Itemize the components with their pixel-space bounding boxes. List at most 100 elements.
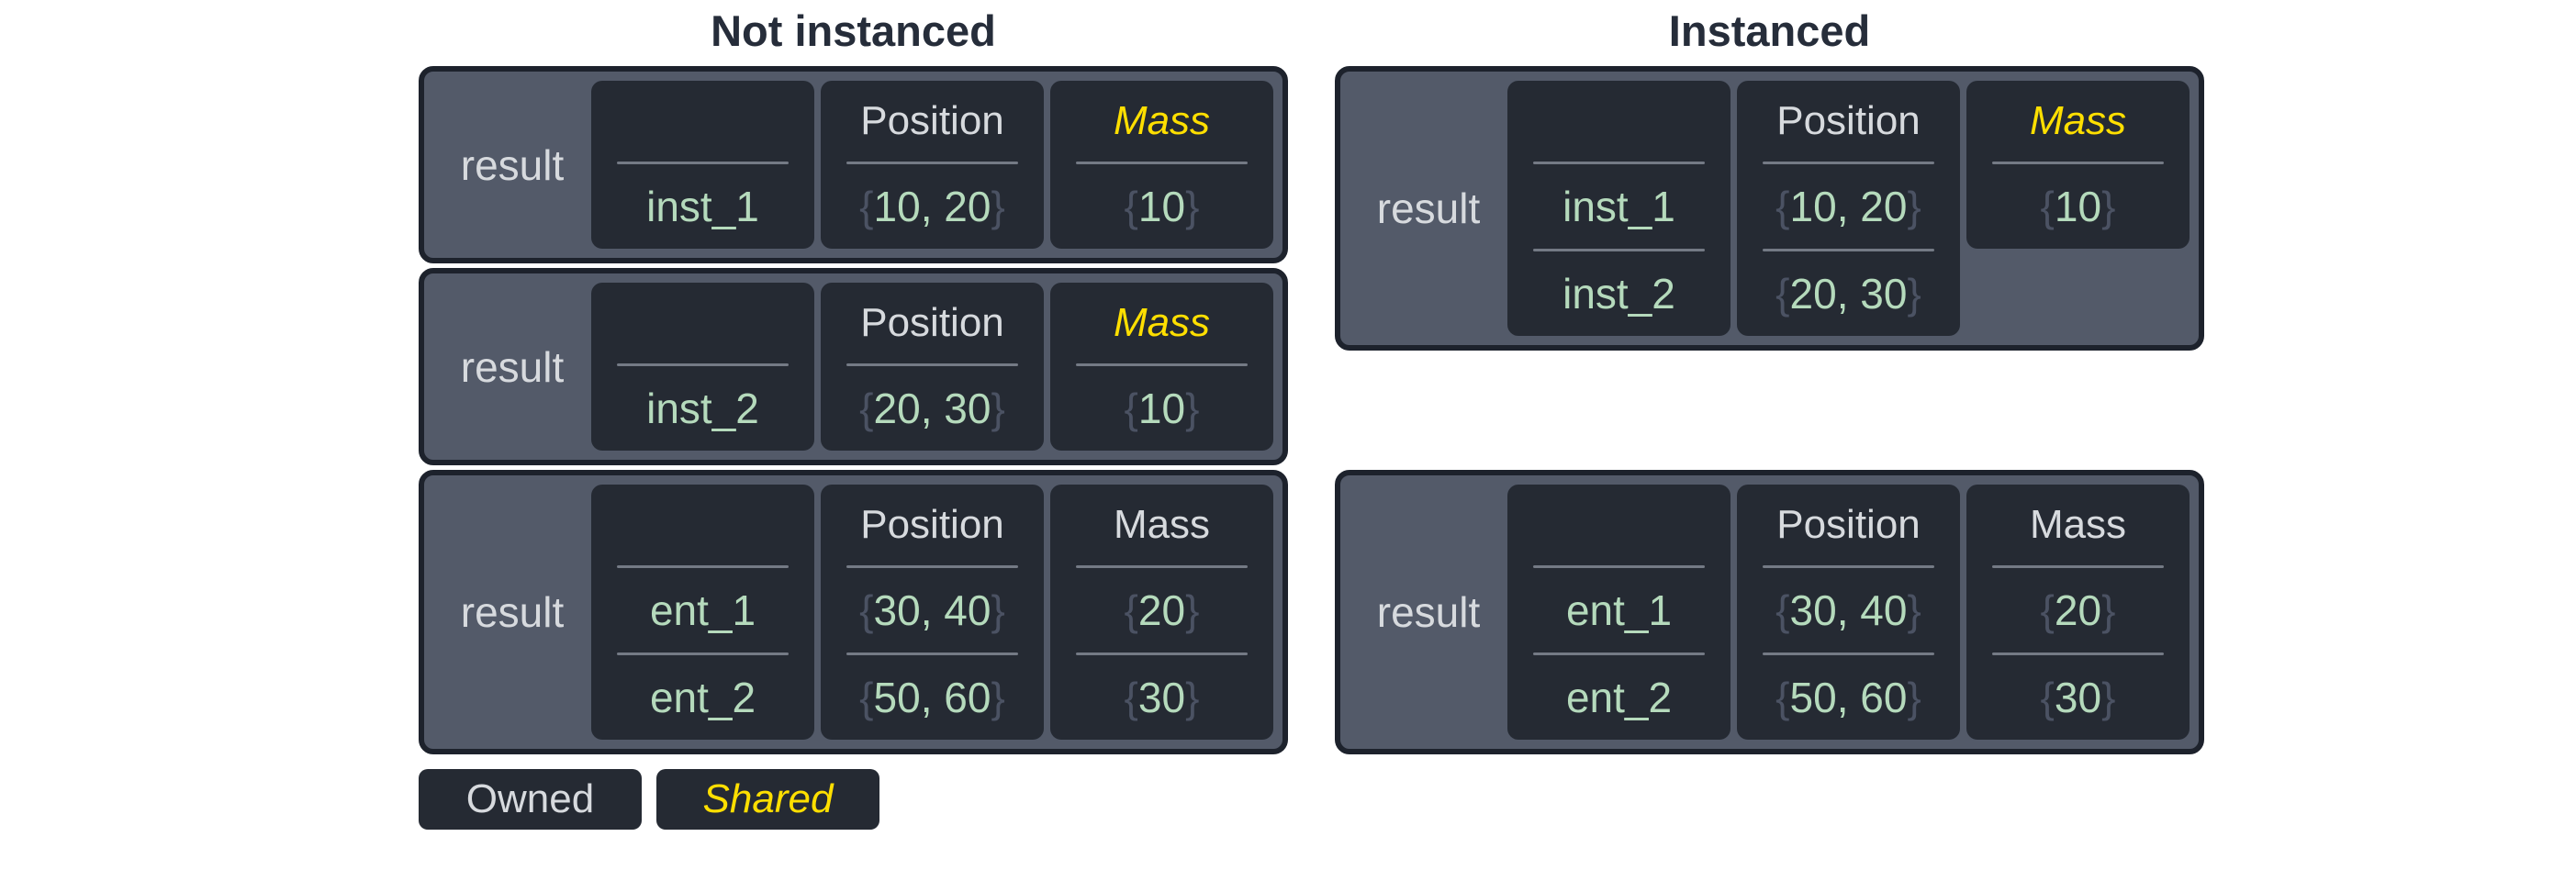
result-label: result bbox=[1376, 184, 1481, 232]
entity-column-cell: inst_1 bbox=[591, 81, 814, 249]
open-brace: { bbox=[2040, 674, 2055, 721]
open-brace: { bbox=[859, 385, 874, 432]
close-brace: } bbox=[2101, 183, 2116, 230]
row-divider bbox=[1763, 249, 1934, 251]
value-text: ent_2 bbox=[649, 674, 756, 721]
entity-name: inst_2 bbox=[1507, 251, 1730, 336]
row-divider bbox=[1533, 565, 1705, 568]
component-header: Position bbox=[860, 502, 1004, 547]
close-brace: } bbox=[1185, 183, 1200, 230]
value-text: inst_1 bbox=[646, 183, 759, 230]
component-column-cell: Position{30, 40}{50, 60} bbox=[821, 485, 1044, 740]
component-value: {30, 40} bbox=[821, 568, 1044, 652]
component-header: Mass bbox=[1113, 300, 1211, 345]
value-text: ent_1 bbox=[649, 586, 756, 634]
component-column-cell: Position {20, 30} bbox=[821, 283, 1044, 451]
entity-column-cell: ent_1 ent_2 bbox=[1507, 485, 1730, 740]
component-header: Mass bbox=[2029, 98, 2127, 143]
component-header: Mass bbox=[1113, 502, 1211, 547]
value-text: 50, 60 bbox=[873, 674, 991, 721]
value-text: inst_2 bbox=[646, 385, 759, 432]
column-title-instanced: Instanced bbox=[1668, 6, 1871, 55]
entity-column-cell: ent_1 ent_2 bbox=[591, 485, 814, 740]
component-column-cell: Position{10, 20}{20, 30} bbox=[1737, 81, 1960, 336]
component-column-cell: Mass{20}{30} bbox=[1966, 485, 2190, 740]
value-text: 10 bbox=[1137, 385, 1186, 432]
close-brace: } bbox=[991, 674, 1005, 721]
open-brace: { bbox=[1124, 586, 1138, 634]
open-brace: { bbox=[2040, 183, 2055, 230]
open-brace: { bbox=[1124, 674, 1138, 721]
component-value: {10} bbox=[1050, 164, 1273, 249]
close-brace: } bbox=[2101, 674, 2116, 721]
component-header bbox=[1507, 81, 1730, 162]
value-text: 50, 60 bbox=[1789, 674, 1908, 721]
component-column-cell: Position {10, 20} bbox=[821, 81, 1044, 249]
entity-name: inst_1 bbox=[591, 164, 814, 249]
component-value: {20, 30} bbox=[1737, 251, 1960, 336]
component-header bbox=[591, 283, 814, 363]
row-divider bbox=[1992, 565, 2164, 568]
row-divider bbox=[846, 652, 1018, 655]
component-header bbox=[591, 81, 814, 162]
close-brace: } bbox=[1907, 270, 1921, 318]
row-divider bbox=[1533, 249, 1705, 251]
row-divider bbox=[1763, 565, 1934, 568]
result-label: result bbox=[1376, 588, 1481, 636]
value-text: 30 bbox=[2054, 674, 2102, 721]
row-divider bbox=[617, 363, 789, 366]
entity-name: inst_2 bbox=[591, 366, 814, 451]
table-cells: ent_1 ent_2 Position {30, 40} {50, 60} Mass {2… bbox=[591, 485, 1273, 740]
component-value: {30, 40} bbox=[1737, 568, 1960, 652]
open-brace: { bbox=[1775, 674, 1790, 721]
result-label: result bbox=[460, 140, 565, 189]
entity-name: ent_1 bbox=[591, 568, 814, 652]
value-text: 10, 20 bbox=[873, 183, 991, 230]
close-brace: } bbox=[991, 586, 1005, 634]
component-header: Position bbox=[860, 98, 1004, 143]
row-divider bbox=[1076, 565, 1248, 568]
component-header: Position bbox=[860, 300, 1004, 345]
value-text: 30, 40 bbox=[1789, 586, 1908, 634]
component-column-cell: Mass{20}{30} bbox=[1050, 485, 1273, 740]
row-divider bbox=[846, 162, 1018, 164]
table-cells: inst_2 Position {20, 30} Mass {10} bbox=[591, 283, 1273, 451]
component-header: Mass bbox=[2029, 502, 2127, 547]
entity-name: ent_1 bbox=[1507, 568, 1730, 652]
result-table: result inst_1 Position {10, 20} Mass {10} bbox=[419, 66, 1288, 263]
value-text: ent_2 bbox=[1565, 674, 1673, 721]
open-brace: { bbox=[1124, 385, 1138, 432]
component-column-cell: Mass {10} bbox=[1050, 283, 1273, 451]
row-divider bbox=[846, 363, 1018, 366]
close-brace: } bbox=[991, 183, 1005, 230]
row-divider bbox=[617, 652, 789, 655]
row-divider bbox=[1763, 162, 1934, 164]
row-divider bbox=[1533, 162, 1705, 164]
entity-name: ent_2 bbox=[591, 655, 814, 740]
row-divider bbox=[1076, 162, 1248, 164]
close-brace: } bbox=[1907, 674, 1921, 721]
row-divider bbox=[617, 565, 789, 568]
close-brace: } bbox=[1185, 674, 1200, 721]
value-text: ent_1 bbox=[1565, 586, 1673, 634]
value-text: 20, 30 bbox=[873, 385, 991, 432]
component-column-cell: Position{30, 40}{50, 60} bbox=[1737, 485, 1960, 740]
component-column-cell: Mass{10} bbox=[1966, 81, 2190, 249]
open-brace: { bbox=[2040, 586, 2055, 634]
component-column-cell: Mass {10} bbox=[1050, 81, 1273, 249]
open-brace: { bbox=[1775, 183, 1790, 230]
component-value: {20, 30} bbox=[821, 366, 1044, 451]
component-header: Mass bbox=[1113, 98, 1211, 143]
component-value: {10, 20} bbox=[821, 164, 1044, 249]
row-divider bbox=[1076, 363, 1248, 366]
value-text: inst_2 bbox=[1562, 270, 1675, 318]
component-value: {10} bbox=[1050, 366, 1273, 451]
legend: Owned Shared bbox=[419, 769, 879, 830]
component-value: {20} bbox=[1050, 568, 1273, 652]
value-text: 20 bbox=[2054, 586, 2102, 634]
